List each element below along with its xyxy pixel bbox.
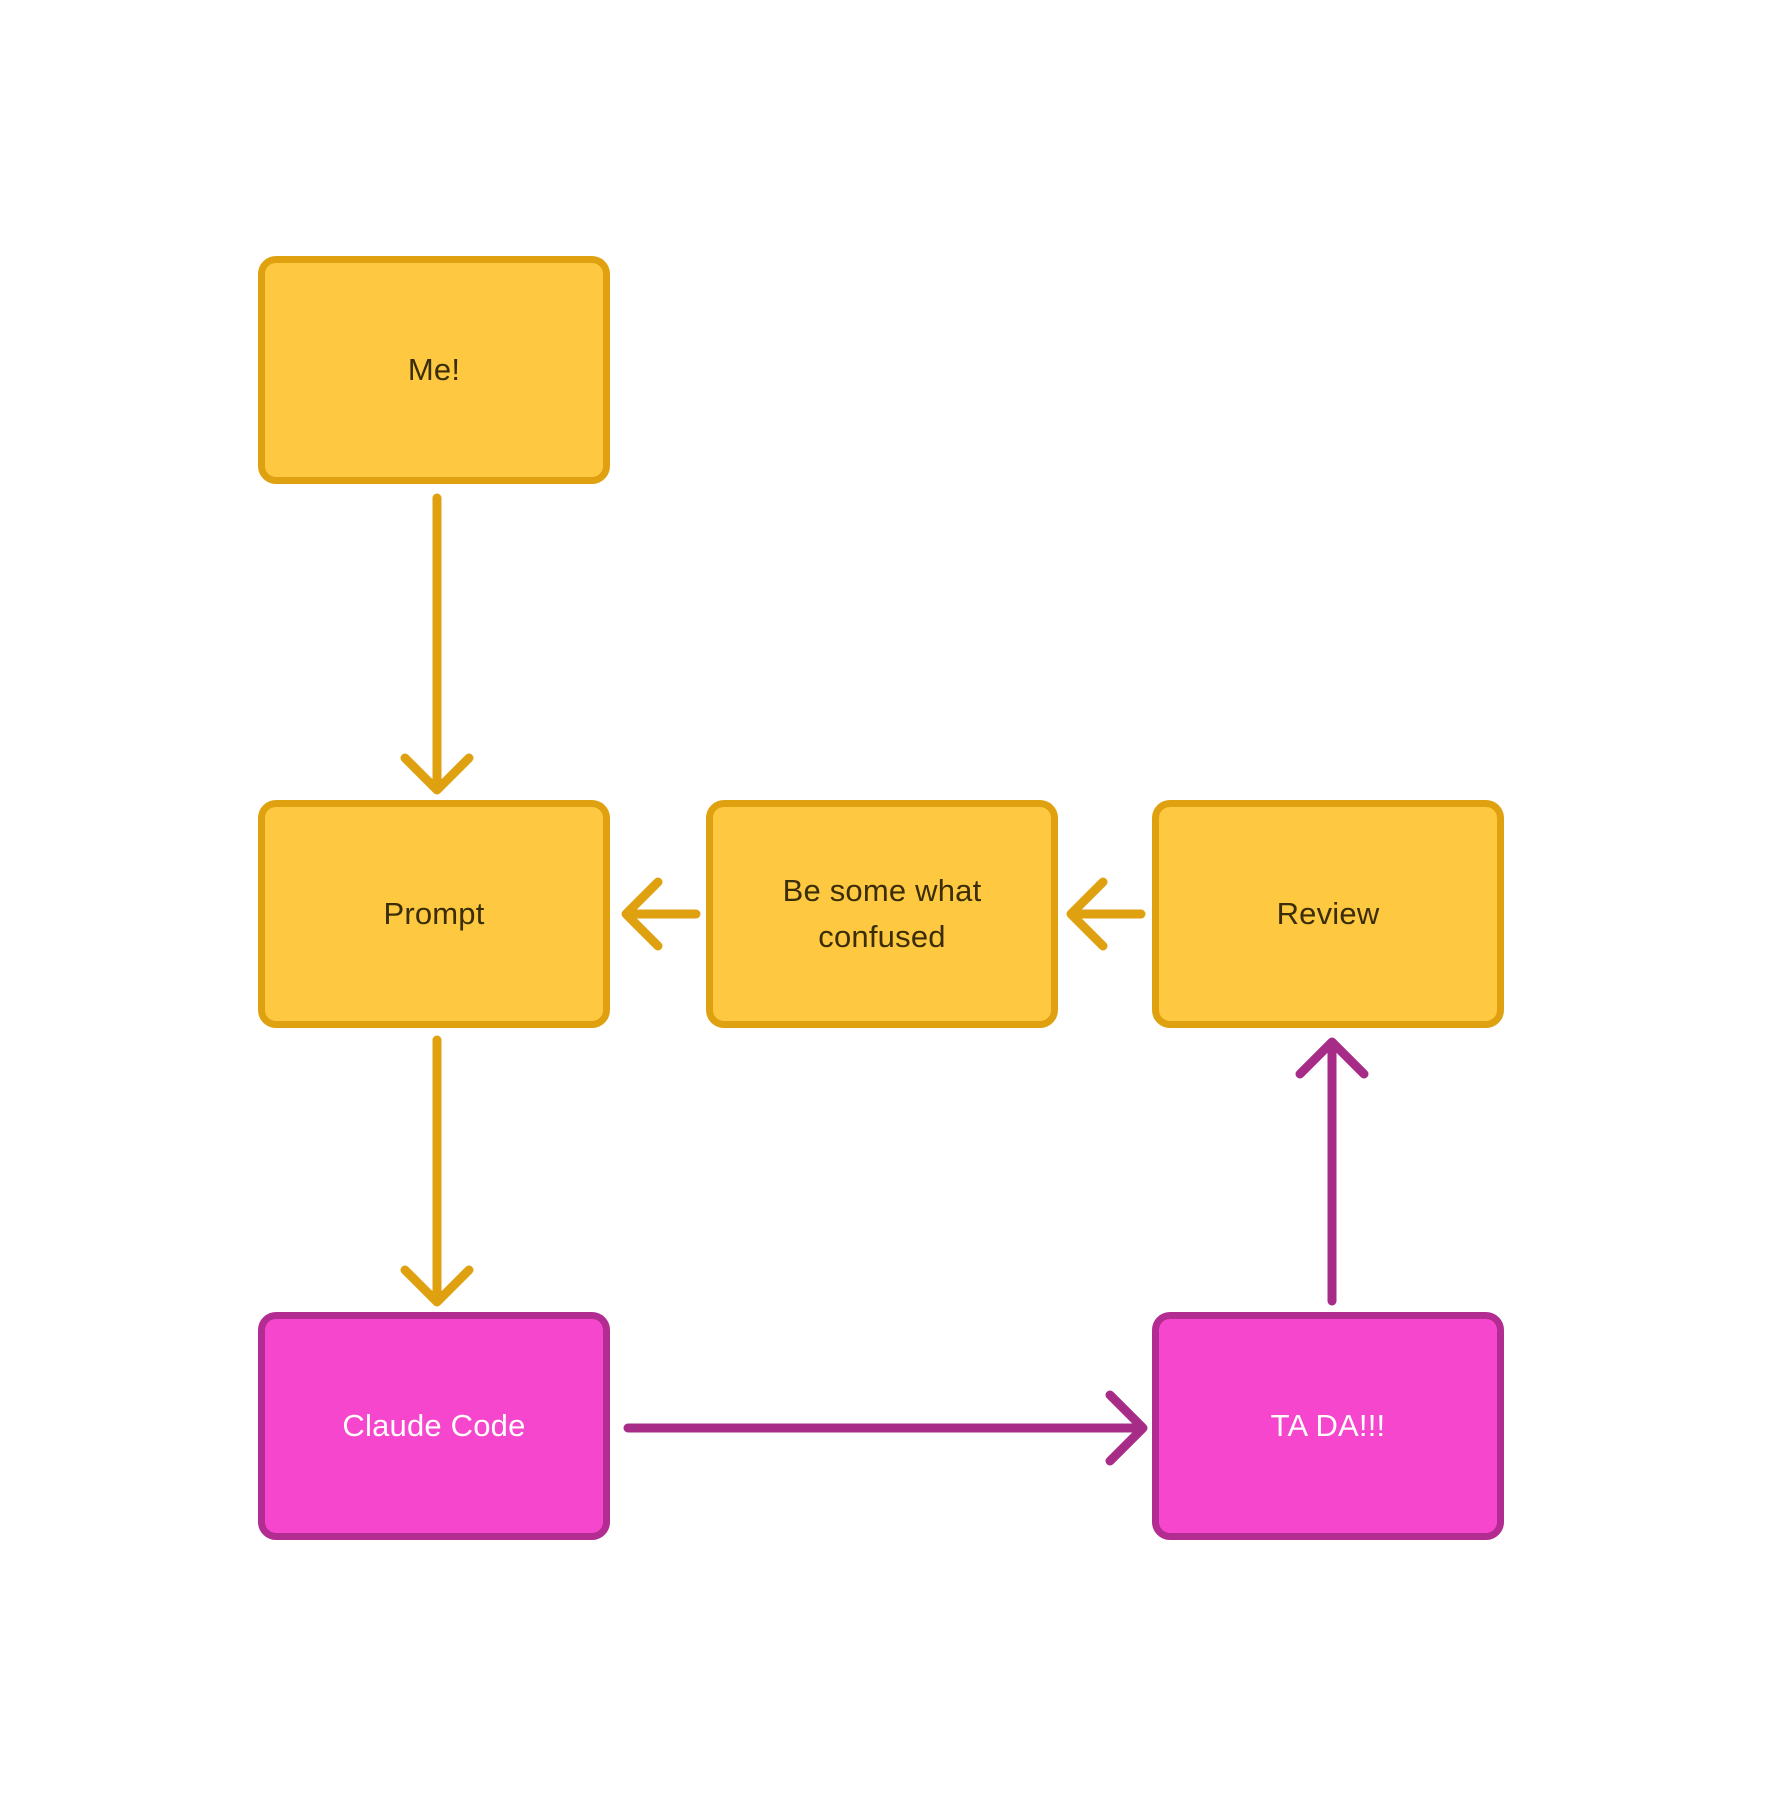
node-me[interactable]: Me! xyxy=(258,256,610,484)
node-ta-da-label: TA DA!!! xyxy=(1270,1407,1386,1443)
node-prompt[interactable]: Prompt xyxy=(258,800,610,1028)
node-confused-label: Be some what confused xyxy=(782,872,982,955)
arrow-confused-to-prompt[interactable] xyxy=(621,877,701,951)
node-claude-code[interactable]: Claude Code xyxy=(258,1312,610,1540)
node-prompt-label: Prompt xyxy=(383,895,485,931)
arrow-me-to-prompt[interactable] xyxy=(400,493,474,795)
node-review-label: Review xyxy=(1276,895,1380,931)
node-review[interactable]: Review xyxy=(1152,800,1504,1028)
arrow-prompt-to-claude-code[interactable] xyxy=(400,1035,474,1307)
node-claude-code-label: Claude Code xyxy=(342,1407,526,1443)
arrow-ta-da-to-review[interactable] xyxy=(1295,1037,1369,1306)
node-confused[interactable]: Be some what confused xyxy=(706,800,1058,1028)
node-ta-da[interactable]: TA DA!!! xyxy=(1152,1312,1504,1540)
node-me-label: Me! xyxy=(407,351,461,387)
arrow-claude-code-to-ta-da[interactable] xyxy=(623,1390,1148,1466)
arrow-review-to-confused[interactable] xyxy=(1066,877,1146,951)
